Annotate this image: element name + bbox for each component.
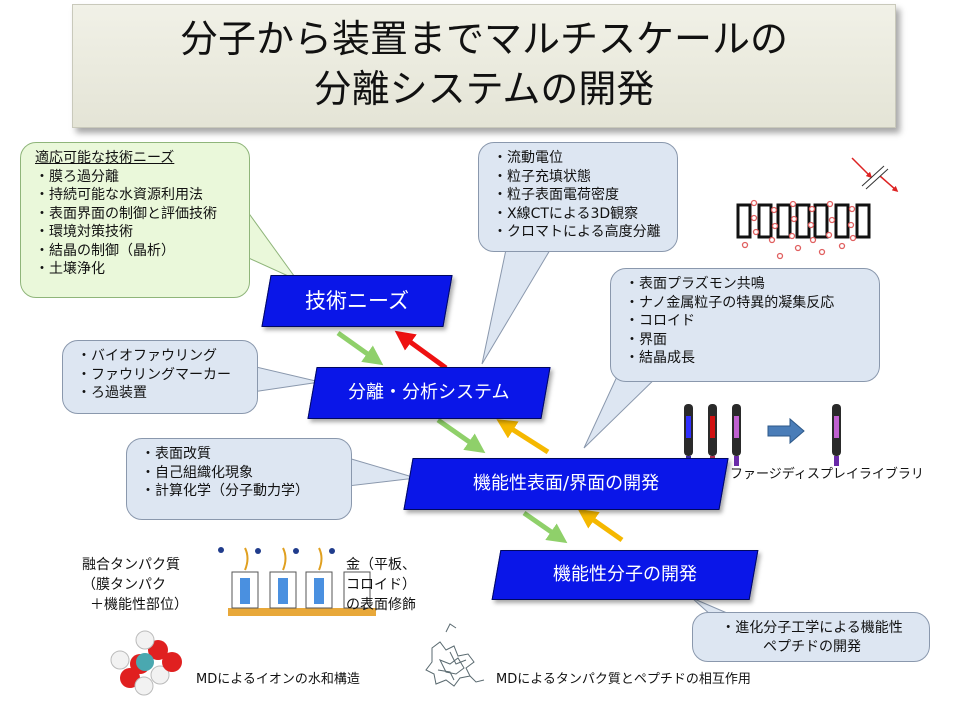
plasmon-item: ・コロイド <box>625 313 695 329</box>
surface-item: ・自己組織化現象 <box>141 464 253 481</box>
fusion-label-3: ＋機能性部位） <box>90 597 188 613</box>
arrow-orange-1 <box>496 419 550 455</box>
plasmon-item: ・表面プラズモン共鳴 <box>625 276 765 292</box>
node-needs-label: 技術ニーズ <box>305 289 409 313</box>
fusion-label-2: （膜タンパク <box>82 577 166 593</box>
callout-analysis: ・流動電位 ・粒子充填状態 ・粒子表面電荷密度 ・X線CTによる3D観察 ・クロ… <box>478 142 678 252</box>
fusion-label-1: 融合タンパク質 <box>82 557 180 573</box>
arrow-green-3 <box>522 510 568 544</box>
analysis-item: ・粒子充填状態 <box>493 168 591 185</box>
biofouling-item: ・ファウリングマーカー <box>77 366 231 383</box>
title-line-1: 分子から装置までマルチスケールの <box>179 17 788 61</box>
gold-label-3: の表面修飾 <box>346 597 416 613</box>
node-interface: 機能性表面/界面の開発 <box>403 458 729 510</box>
needs-item: ・膜ろ過分離 <box>35 168 119 185</box>
md-ion-label: MDによるイオンの水和構造 <box>196 672 360 687</box>
arrow-green-1 <box>336 330 384 366</box>
analysis-item: ・クロマトによる高度分離 <box>493 224 661 240</box>
biofouling-item: ・バイオファウリング <box>77 348 217 364</box>
phage-label: ファージディスプレイライブラリ <box>730 467 924 482</box>
title-box: 分子から装置までマルチスケールの 分離システムの開発 <box>72 4 896 128</box>
callout-biofouling: ・バイオファウリング ・ファウリングマーカー ・ろ過装置 <box>62 340 258 414</box>
analysis-item: ・粒子表面電荷密度 <box>493 187 619 203</box>
membrane-filter-icon <box>736 157 899 260</box>
surface-item: ・表面改質 <box>141 446 211 462</box>
node-separation-label: 分離・分析システム <box>348 382 510 403</box>
node-molecule: 機能性分子の開発 <box>491 550 759 600</box>
node-interface-label: 機能性表面/界面の開発 <box>472 473 660 494</box>
arrow-orange-2 <box>577 508 624 543</box>
plasmon-item: ・界面 <box>625 331 667 348</box>
gold-label-1: 金（平板、 <box>346 557 416 573</box>
analysis-item: ・流動電位 <box>493 150 563 166</box>
needs-item: ・持続可能な水資源利用法 <box>35 187 203 203</box>
callout-surface: ・表面改質 ・自己組織化現象 ・計算化学（分子動力学） <box>126 438 352 520</box>
arrow-red <box>394 330 448 371</box>
membrane-columns-icon <box>218 547 376 616</box>
needs-item: ・土壌浄化 <box>35 261 105 277</box>
water-molecule-icon <box>110 630 182 696</box>
plasmon-item: ・結晶成長 <box>625 350 695 366</box>
node-needs: 技術ニーズ <box>261 275 453 327</box>
evolution-item: ・進化分子工学による機能性 <box>721 620 903 636</box>
needs-heading: 適応可能な技術ニーズ <box>35 150 175 166</box>
gold-label-2: コロイド） <box>346 577 416 593</box>
node-separation: 分離・分析システム <box>307 367 551 419</box>
needs-item: ・環境対策技術 <box>35 224 133 240</box>
phage-library-icon <box>684 404 841 466</box>
needs-item: ・表面界面の制御と評価技術 <box>35 205 217 222</box>
callout-plasmon: ・表面プラズモン共鳴 ・ナノ金属粒子の特異的凝集反応 ・コロイド ・界面 ・結晶… <box>610 268 880 382</box>
callout-evolution: ・進化分子工学による機能性 ペプチドの開発 <box>692 612 930 662</box>
analysis-item: ・X線CTによる3D観察 <box>493 205 639 222</box>
biofouling-item: ・ろ過装置 <box>77 385 147 401</box>
node-molecule-label: 機能性分子の開発 <box>553 564 697 585</box>
right-arrow-icon <box>767 417 805 445</box>
arrow-green-2 <box>436 417 486 454</box>
callout-needs: 適応可能な技術ニーズ ・膜ろ過分離 ・持続可能な水資源利用法 ・表面界面の制御と… <box>20 142 250 298</box>
title-line-2: 分離システムの開発 <box>313 67 655 111</box>
protein-peptide-icon <box>425 623 485 687</box>
md-protein-label: MDによるタンパク質とペプチドの相互作用 <box>496 672 751 687</box>
surface-item: ・計算化学（分子動力学） <box>141 483 309 499</box>
evolution-item: ペプチドの開発 <box>763 638 861 655</box>
needs-item: ・結晶の制御（晶析） <box>35 242 175 259</box>
plasmon-item: ・ナノ金属粒子の特異的凝集反応 <box>625 294 835 311</box>
